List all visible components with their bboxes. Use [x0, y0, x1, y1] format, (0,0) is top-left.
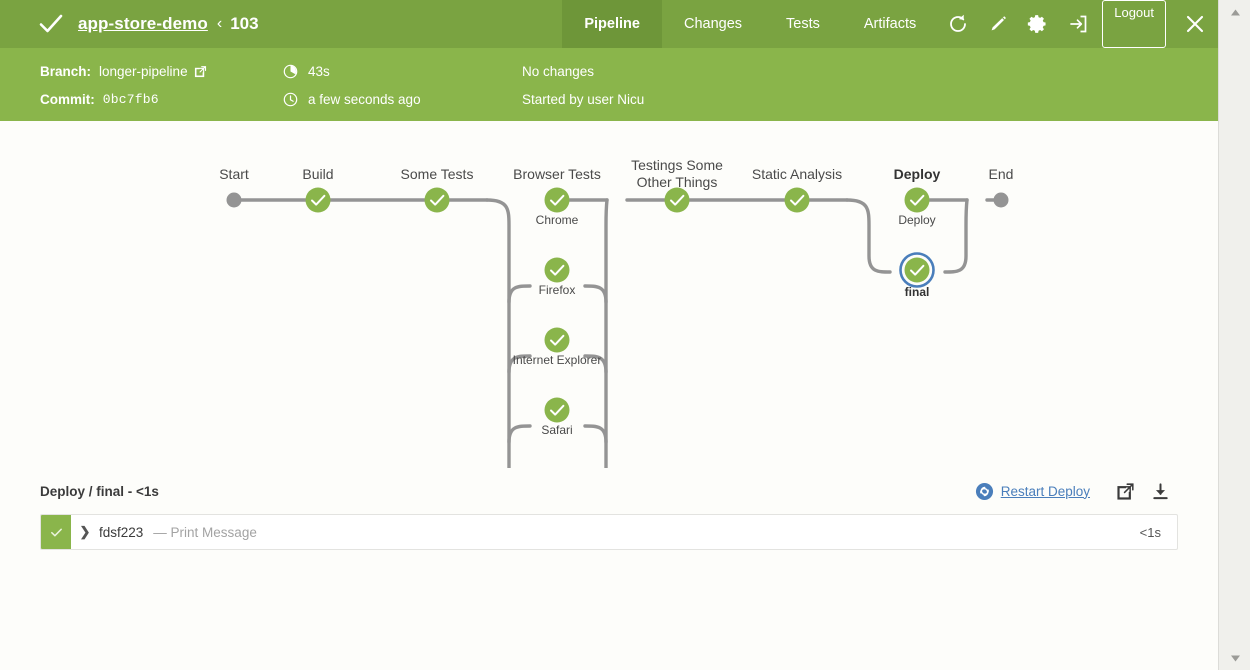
- top-header-bar: app-store-demo ‹ 103 Pipeline Changes Te…: [0, 0, 1218, 48]
- meta-timeago-row: a few seconds ago: [282, 88, 421, 110]
- run-meta-bar: Branch: longer-pipeline Commit: 0bc7fb6: [0, 48, 1218, 121]
- node-static-analysis: [784, 187, 810, 213]
- branch-label: Branch:: [40, 63, 92, 79]
- node-label-chrome[interactable]: Chrome: [535, 213, 579, 227]
- header-nav: Pipeline Changes Tests Artifacts: [562, 0, 1218, 48]
- pipeline-graph-svg: [226, 187, 1009, 468]
- node-safari: [544, 397, 570, 423]
- node-label-safari[interactable]: Safari: [541, 423, 573, 437]
- changes-value: No changes: [522, 63, 595, 79]
- node-label-internet-explorer[interactable]: Internet Explorer: [512, 353, 602, 367]
- step-log-section: Deploy / final - <1s Restart Deploy: [0, 468, 1218, 550]
- tab-changes[interactable]: Changes: [683, 16, 743, 32]
- node-label-firefox[interactable]: Firefox: [538, 283, 576, 297]
- log-step-name: fdsf223: [99, 524, 144, 540]
- scroll-up-arrow[interactable]: [1219, 3, 1250, 21]
- meta-changes: No changes Started by user Nicu: [522, 60, 644, 110]
- close-icon[interactable]: [1172, 0, 1218, 48]
- node-chrome: [544, 187, 570, 213]
- node-firefox: [544, 257, 570, 283]
- log-step-description: — Print Message: [153, 524, 257, 540]
- tab-pipeline[interactable]: Pipeline: [562, 0, 662, 48]
- meta-commit-row: Commit: 0bc7fb6: [40, 88, 207, 110]
- node-internet-explorer: [544, 327, 570, 353]
- node-testings-some-other-things: [664, 187, 690, 213]
- duration-value: 43s: [308, 63, 330, 79]
- time-ago-value: a few seconds ago: [308, 91, 421, 107]
- branch-value: longer-pipeline: [99, 63, 188, 79]
- edit-icon[interactable]: [978, 0, 1018, 48]
- node-final: [899, 252, 935, 288]
- meta-duration-row: 43s: [282, 60, 421, 82]
- node-label-deploy[interactable]: Deploy: [898, 213, 936, 227]
- end-node: [993, 192, 1009, 208]
- node-deploy: [904, 187, 930, 213]
- open-external-icon[interactable]: [194, 65, 207, 78]
- meta-branch-row: Branch: longer-pipeline: [40, 60, 207, 82]
- started-by-value: Started by user Nicu: [522, 91, 645, 107]
- meta-changes-row: No changes: [522, 60, 644, 82]
- step-status-success-icon: [41, 515, 71, 549]
- page-scrollbar[interactable]: [1218, 0, 1250, 670]
- restart-circle-icon: [975, 482, 994, 501]
- open-external-icon[interactable]: [1108, 482, 1143, 501]
- repo-name-link[interactable]: app-store-demo: [78, 14, 208, 33]
- stage-label-static-analysis[interactable]: Static Analysis: [751, 166, 843, 182]
- build-number: 103: [230, 14, 259, 33]
- settings-gear-icon[interactable]: [1018, 0, 1058, 48]
- commit-value: 0bc7fb6: [102, 91, 159, 107]
- start-node: [226, 192, 242, 208]
- header-identity: app-store-demo ‹ 103: [0, 0, 562, 48]
- pipeline-graph: Start Build Some Tests Browser Tests Tes…: [0, 121, 1218, 468]
- restart-deploy-button[interactable]: Restart Deploy: [975, 482, 1090, 501]
- download-icon[interactable]: [1143, 482, 1178, 501]
- log-action-group: Restart Deploy: [975, 482, 1178, 501]
- stage-label-testings-some-other-things[interactable]: Testings Some Other Things: [631, 157, 723, 190]
- stage-label-some-tests[interactable]: Some Tests: [400, 166, 474, 182]
- restart-deploy-label: Restart Deploy: [1000, 483, 1090, 499]
- meta-timing: 43s a few seconds ago: [282, 60, 421, 110]
- node-label-final[interactable]: final: [904, 285, 930, 299]
- log-step-row[interactable]: ❯ fdsf223 — Print Message <1s: [40, 514, 1178, 550]
- stage-label-start: Start: [219, 166, 249, 182]
- log-title: Deploy / final - <1s: [40, 483, 159, 499]
- chevron-right-icon[interactable]: ❯: [79, 524, 91, 539]
- clock-icon: [282, 91, 298, 107]
- log-header: Deploy / final - <1s Restart Deploy: [0, 468, 1218, 514]
- stage-label-end: End: [988, 166, 1014, 182]
- node-some-tests: [424, 187, 450, 213]
- tab-tests[interactable]: Tests: [786, 16, 820, 32]
- tab-artifacts[interactable]: Artifacts: [863, 16, 917, 32]
- log-step-duration: <1s: [1139, 524, 1161, 540]
- stage-label-deploy[interactable]: Deploy: [893, 166, 941, 182]
- commit-label: Commit:: [40, 91, 95, 107]
- duration-pie-icon: [282, 63, 298, 79]
- login-icon[interactable]: [1058, 0, 1098, 48]
- check-icon: [38, 11, 64, 37]
- stage-label-browser-tests[interactable]: Browser Tests: [513, 166, 601, 182]
- stage-label-build[interactable]: Build: [302, 166, 334, 182]
- back-chevron-icon[interactable]: ‹: [216, 15, 223, 32]
- node-build: [305, 187, 331, 213]
- logout-button[interactable]: Logout: [1102, 0, 1166, 48]
- meta-startedby-row: Started by user Nicu: [522, 88, 644, 110]
- rerun-icon[interactable]: [938, 0, 978, 48]
- stage-nodes: [305, 187, 935, 423]
- meta-branch-commit: Branch: longer-pipeline Commit: 0bc7fb6: [40, 60, 207, 110]
- scroll-down-arrow[interactable]: [1219, 649, 1250, 667]
